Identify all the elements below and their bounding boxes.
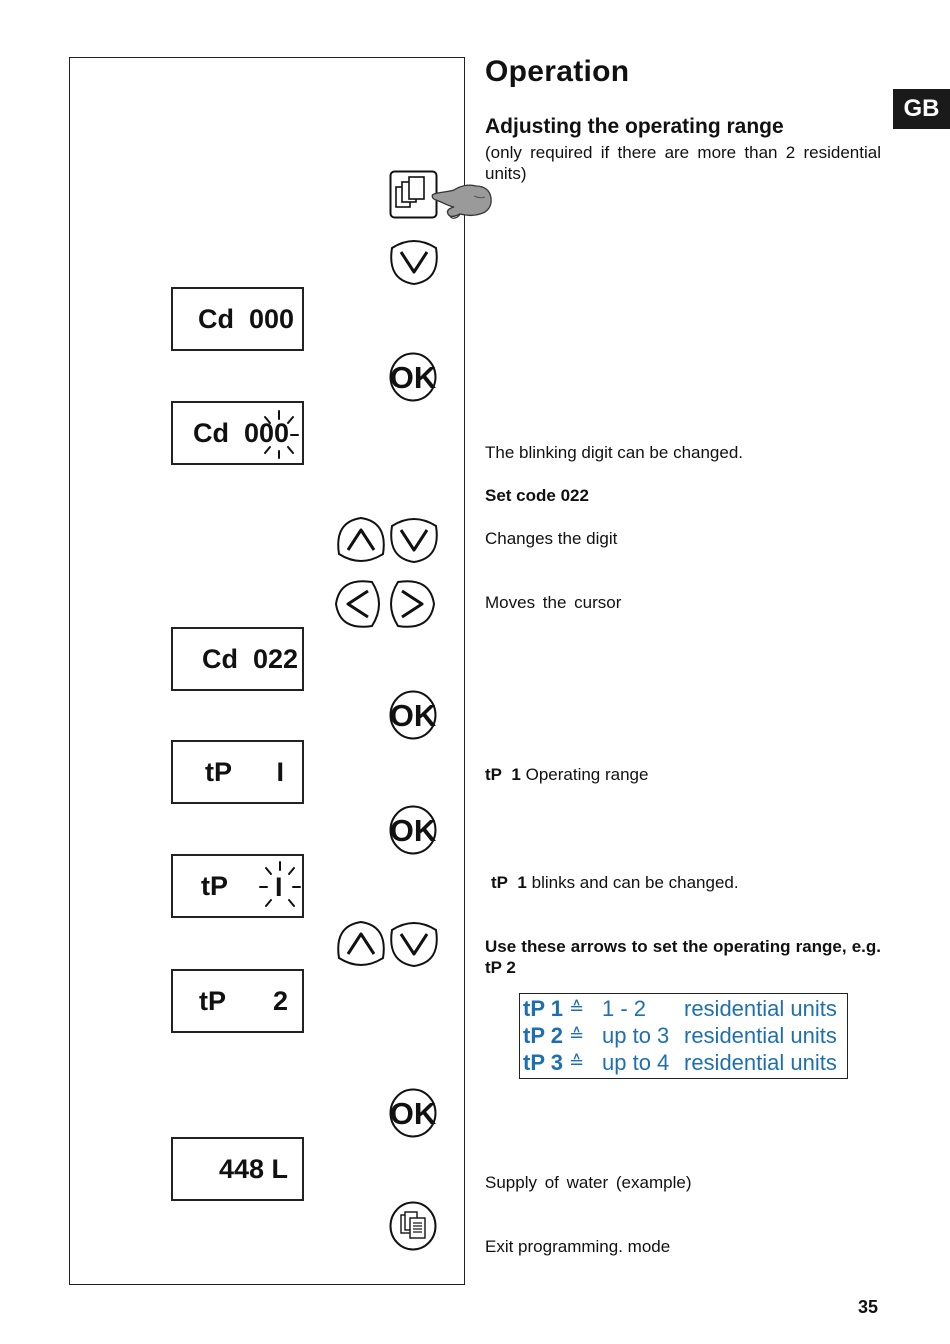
display-text-left: tP — [205, 756, 232, 787]
instruction-moves-cursor: Moves the cursor — [485, 593, 622, 612]
display-text-right: 2 — [272, 985, 288, 1016]
ok-button[interactable]: OK — [389, 352, 437, 402]
section-title: Adjusting the operating range — [485, 115, 784, 138]
arrow-down-icon — [390, 922, 438, 968]
range-unit: residential units — [684, 995, 837, 1021]
range-code: tP 1 — [523, 995, 563, 1021]
arrow-down-button[interactable] — [389, 514, 439, 566]
range-code: tP 3 — [523, 1049, 563, 1075]
blink-rays-icon — [259, 861, 301, 907]
display-text: Cd 022 — [201, 643, 298, 674]
arrow-left-button[interactable] — [332, 579, 384, 629]
display-448-l: 448 L — [171, 1137, 304, 1201]
ok-label: OK — [390, 813, 437, 848]
ok-button-icon: OK — [389, 1088, 437, 1138]
tp1-blinks-code: tP 1 — [491, 873, 527, 892]
display-text-right: I — [275, 872, 283, 902]
table-row: tP 3 ≙ up to 4 residential units — [523, 1049, 837, 1076]
display-cd-022: Cd 022 — [171, 627, 304, 691]
range-unit: residential units — [684, 1049, 837, 1075]
range-code: tP 2 — [523, 1022, 563, 1048]
instruction-tp1-blinks: tP 1 blinks and can be changed. — [491, 872, 739, 893]
blink-rays-icon — [264, 410, 299, 459]
ok-button[interactable]: OK — [389, 805, 437, 855]
instruction-use-arrows: Use these arrows to set the operating ra… — [485, 937, 881, 977]
display-cd-000: Cd 000 — [171, 287, 304, 351]
instruction-exit: Exit programming. mode — [485, 1237, 671, 1256]
ok-label: OK — [390, 698, 437, 733]
pointing-hand-icon — [431, 184, 492, 219]
arrow-down-icon — [390, 240, 438, 286]
range-value: 1 - 2 — [602, 995, 647, 1021]
display-text-right: I — [276, 756, 284, 787]
page-number: 35 — [858, 1297, 879, 1317]
range-symbol: ≙ — [569, 1052, 585, 1072]
tp1-text: Operating range — [525, 765, 649, 784]
arrow-up-icon — [337, 516, 385, 562]
ok-button[interactable]: OK — [389, 690, 437, 740]
ok-button[interactable]: OK — [389, 1088, 437, 1138]
display-text: Cd 000 — [193, 417, 290, 448]
ok-label: OK — [390, 1096, 437, 1131]
tp1-code: tP 1 — [485, 765, 521, 784]
operating-range-table: tP 1 ≙ 1 - 2 residential units tP 2 ≙ up… — [519, 993, 848, 1079]
instruction-supply: Supply of water (example) — [485, 1173, 692, 1192]
ok-label: OK — [390, 360, 437, 395]
exit-menu-button[interactable] — [389, 1201, 437, 1251]
display-cd-000-blinking: Cd 000 — [171, 401, 304, 465]
arrow-up-button[interactable] — [336, 918, 386, 970]
display-tp-1-blinking: tP I — [171, 854, 304, 918]
exit-menu-icon — [389, 1201, 437, 1251]
ok-button-icon: OK — [389, 805, 437, 855]
arrow-up-button[interactable] — [336, 514, 386, 566]
range-symbol: ≙ — [569, 998, 585, 1018]
range-symbol: ≙ — [569, 1025, 585, 1045]
ok-button-icon: OK — [389, 690, 437, 740]
display-text: Cd 000 — [197, 303, 294, 334]
display-text-left: tP — [201, 870, 228, 901]
arrow-down-icon — [390, 518, 438, 564]
procedure-frame — [69, 57, 465, 1285]
display-tp-1: tP I — [171, 740, 304, 804]
instruction-tp1: tP 1 Operating range — [485, 764, 648, 785]
range-value: up to 4 — [602, 1049, 670, 1075]
arrow-left-icon — [334, 580, 380, 628]
section-note: (only required if there are more than 2 … — [485, 143, 881, 183]
language-tab: GB — [893, 89, 950, 129]
range-unit: residential units — [684, 1022, 837, 1048]
display-text-left: tP — [199, 985, 226, 1016]
arrow-down-button[interactable] — [389, 918, 439, 970]
instruction-blinking: The blinking digit can be changed. — [485, 443, 744, 462]
display-text: 448 L — [218, 1153, 288, 1184]
ok-button-icon: OK — [389, 352, 437, 402]
arrow-down-button[interactable] — [389, 236, 439, 286]
menu-pages-icon — [389, 170, 438, 219]
range-value: up to 3 — [602, 1022, 670, 1048]
instruction-changes-digit: Changes the digit — [485, 529, 618, 548]
tp1-blinks-text: blinks and can be changed. — [531, 873, 739, 892]
table-row: tP 1 ≙ 1 - 2 residential units — [523, 995, 837, 1022]
instruction-set-code: Set code 022 — [485, 486, 589, 505]
arrow-up-icon — [337, 920, 385, 966]
table-row: tP 2 ≙ up to 3 residential units — [523, 1022, 837, 1049]
display-tp-2: tP 2 — [171, 969, 304, 1033]
page-title: Operation — [485, 55, 630, 88]
arrow-right-button[interactable] — [386, 579, 438, 629]
arrow-right-icon — [390, 580, 436, 628]
menu-button[interactable] — [389, 170, 439, 220]
